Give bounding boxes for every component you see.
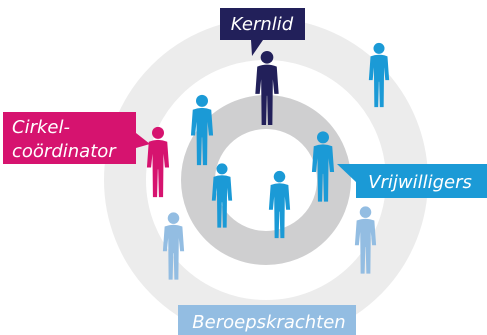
label-core-member: Kernlid xyxy=(220,8,305,56)
label-professionals: Beroepskrachten xyxy=(178,292,356,335)
volunteers-label-text: Vrijwilligers xyxy=(368,172,472,193)
professionals-label-box xyxy=(178,292,356,335)
coordinator-label-line1: Cirkel- xyxy=(12,117,70,138)
core-member-label-text: Kernlid xyxy=(231,14,294,35)
coordinator-label-box xyxy=(3,112,150,164)
label-coordinator: Cirkel- coördinator xyxy=(3,112,150,164)
label-volunteers: Vrijwilligers xyxy=(337,164,487,198)
volunteers-label-box xyxy=(337,164,487,198)
coordinator-label-line2: coördinator xyxy=(12,141,117,162)
professionals-label-text: Beroepskrachten xyxy=(192,312,345,333)
core-member-label-box xyxy=(220,8,305,56)
